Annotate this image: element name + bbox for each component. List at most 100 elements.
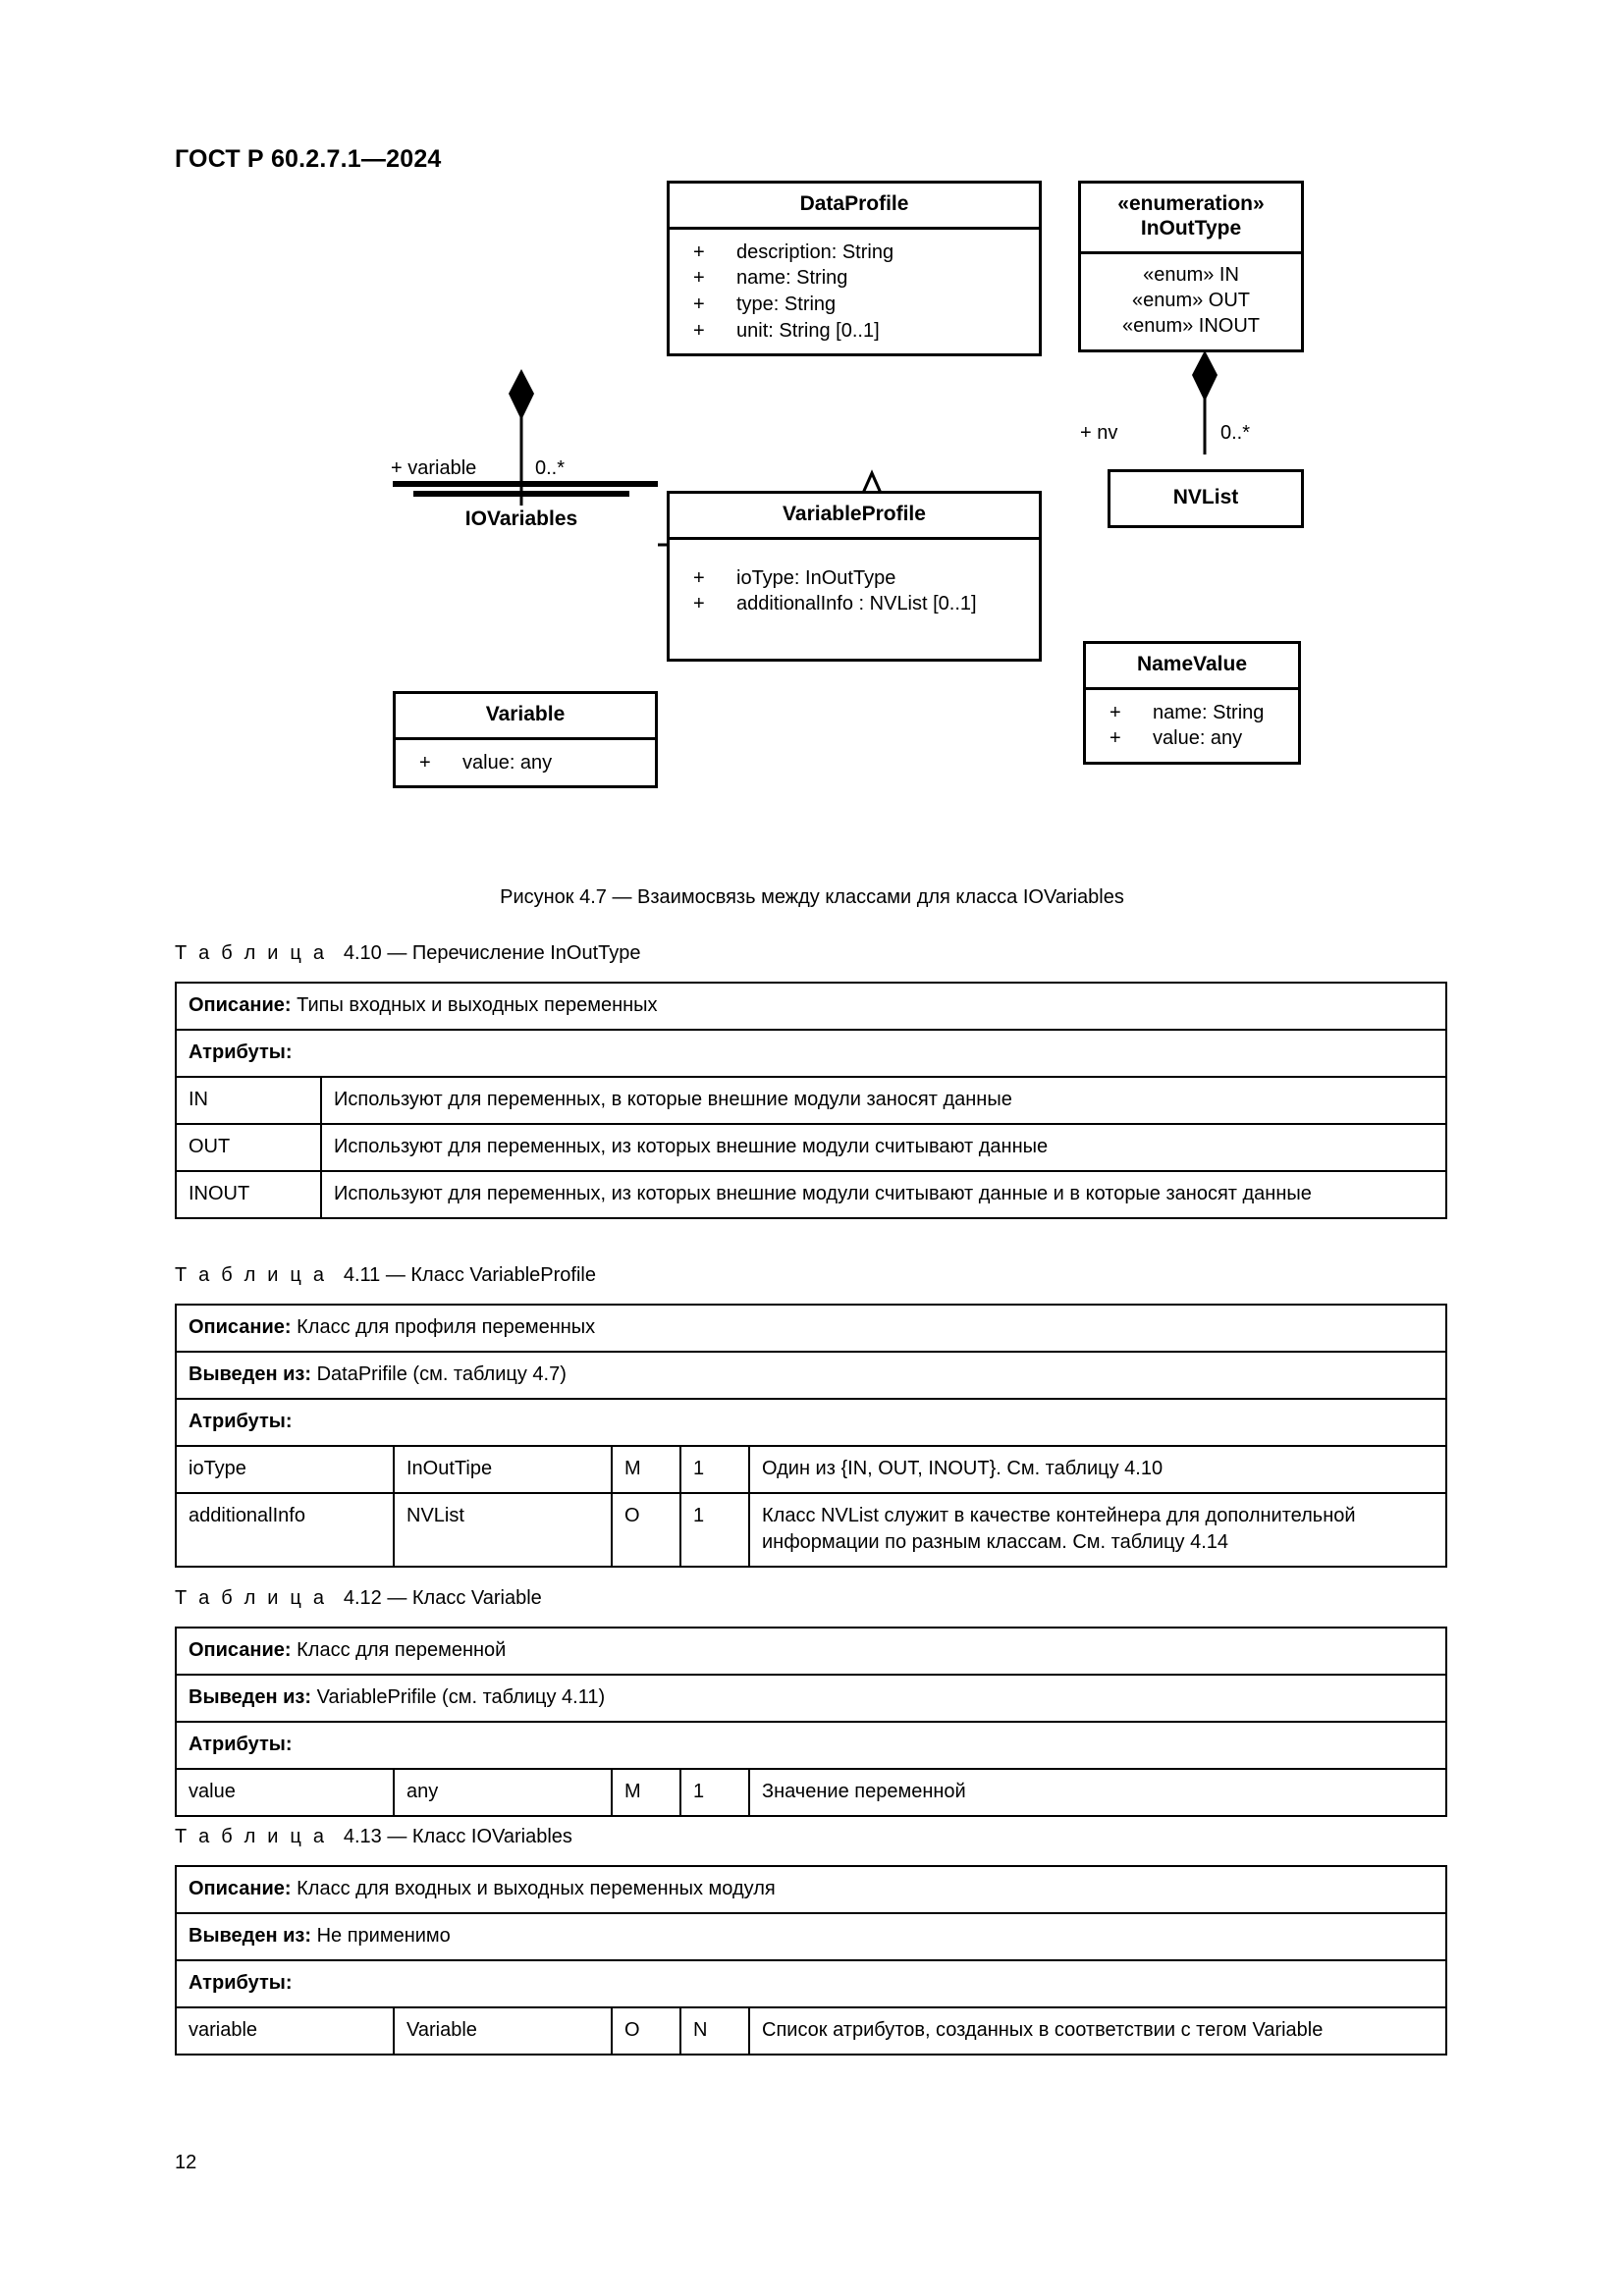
uml-enumeration-header: «enumeration» InOutType <box>1081 184 1301 251</box>
table-caption-rest: 4.12 — Класс Variable <box>343 1587 542 1609</box>
attribute-text: additionalInfo : NVList [0..1] <box>736 593 977 615</box>
uml-class-io-variables: IOVariables <box>413 491 629 530</box>
uml-compartment-divider <box>670 536 1039 540</box>
attribute-text: name: String <box>1153 701 1265 723</box>
page-number: 12 <box>175 2152 197 2173</box>
uml-class-title: IOVariables <box>464 507 578 530</box>
derived-from-label: Выведен из: <box>189 1363 312 1385</box>
uml-class-name-value: NameValue + name: String + value: any <box>1083 641 1301 765</box>
table-caption-4-12: Т а б л и ц а 4.12 — Класс Variable <box>175 1587 542 1610</box>
uml-attribute-row: + additionalInfo : NVList [0..1] <box>670 591 1039 617</box>
uml-class-variable-real: Variable + value: any <box>393 691 658 789</box>
uml-class-title: Variable <box>485 703 566 725</box>
uml-class-variable <box>393 481 658 487</box>
attributes-label: Атрибуты: <box>189 1041 293 1063</box>
description-value: Класс для входных и выходных переменных … <box>297 1878 776 1899</box>
attribute-description-cell: Один из {IN, OUT, INOUT}. См. таблицу 4.… <box>748 1445 1447 1494</box>
description-cell: Описание: Класс для профиля переменных <box>175 1304 1447 1353</box>
association-role-variable: + variable <box>391 457 477 479</box>
description-value: Типы входных и выходных переменных <box>297 994 658 1016</box>
uml-compartment-divider <box>670 226 1039 230</box>
uml-attribute-list: + name: String + value: any <box>1086 690 1298 762</box>
uml-compartment-divider <box>1086 686 1298 690</box>
derived-from-cell: Выведен из: Не применимо <box>175 1912 1447 1961</box>
uml-compartment-divider <box>1081 250 1301 254</box>
attributes-header-cell: Атрибуты: <box>175 1398 1447 1447</box>
table-caption-prefix: Т а б л и ц а <box>175 1587 328 1609</box>
table-row: Описание: Класс для входных и выходных п… <box>175 1865 1447 1914</box>
table-row: additionalInfo NVList O 1 Класс NVList с… <box>175 1492 1447 1568</box>
attributes-label: Атрибуты: <box>189 1411 293 1432</box>
table-row: Описание: Типы входных и выходных переме… <box>175 982 1447 1031</box>
derived-from-cell: Выведен из: DataPrifile (см. таблицу 4.7… <box>175 1351 1447 1400</box>
uml-enum-literal: «enum» IN <box>1143 263 1239 286</box>
attribute-cardinality-cell: 1 <box>679 1768 750 1817</box>
description-cell: Описание: Типы входных и выходных переме… <box>175 982 1447 1031</box>
attribute-cardinality-cell: 1 <box>679 1492 750 1568</box>
derived-from-value: Не применимо <box>316 1925 451 1947</box>
uml-class-nvlist: NVList <box>1108 469 1304 528</box>
table-row: value any M 1 Значение переменной <box>175 1768 1447 1817</box>
uml-class-title: VariableProfile <box>783 503 926 525</box>
enum-desc-cell: Используют для переменных, из которых вн… <box>320 1170 1447 1219</box>
attribute-type-cell: Variable <box>393 2006 613 2056</box>
derived-from-cell: Выведен из: VariablePrifile (см. таблицу… <box>175 1674 1447 1723</box>
derived-from-value: VariablePrifile (см. таблицу 4.11) <box>316 1686 606 1708</box>
enum-key-cell: INOUT <box>175 1170 322 1219</box>
table-caption-4-10: Т а б л и ц а 4.10 — Перечисление InOutT… <box>175 942 641 965</box>
visibility-marker: + <box>1110 727 1121 750</box>
attribute-type-cell: InOutTipe <box>393 1445 613 1494</box>
attribute-text: ioType: InOutType <box>736 566 896 589</box>
table-caption-4-11: Т а б л и ц а 4.11 — Класс VariableProfi… <box>175 1264 596 1287</box>
table-row: INOUT Используют для переменных, из кото… <box>175 1170 1447 1219</box>
visibility-marker: + <box>693 593 705 615</box>
attribute-text: description: String <box>736 240 894 263</box>
uml-enumeration-in-out-type: «enumeration» InOutType «enum» IN «enum»… <box>1078 181 1304 352</box>
uml-class-variable-profile: VariableProfile + ioType: InOutType + ad… <box>667 491 1042 662</box>
uml-attribute-row: + value: any <box>1086 725 1298 752</box>
table-row: IN Используют для переменных, в которые … <box>175 1076 1447 1125</box>
uml-class-title: NVList <box>1172 486 1239 508</box>
table-caption-prefix: Т а б л и ц а <box>175 1826 328 1847</box>
table-row: OUT Используют для переменных, из которы… <box>175 1123 1447 1172</box>
description-label: Описание: <box>189 1316 292 1338</box>
description-label: Описание: <box>189 994 292 1016</box>
uml-attribute-row: + name: String <box>1086 700 1298 726</box>
visibility-marker: + <box>419 751 431 774</box>
attribute-type-cell: NVList <box>393 1492 613 1568</box>
attribute-name-cell: value <box>175 1768 395 1817</box>
uml-stereotype: «enumeration» <box>1117 192 1265 215</box>
enum-desc-cell: Используют для переменных, из которых вн… <box>320 1123 1447 1172</box>
table-caption-prefix: Т а б л и ц а <box>175 1264 328 1286</box>
visibility-marker: + <box>693 293 705 315</box>
association-role-nv: + nv <box>1080 422 1118 444</box>
table-row: Выведен из: VariablePrifile (см. таблицу… <box>175 1674 1447 1723</box>
description-value: Класс для переменной <box>297 1639 507 1661</box>
description-value: Класс для профиля переменных <box>297 1316 596 1338</box>
visibility-marker: + <box>693 566 705 589</box>
uml-attribute-row: + unit: String [0..1] <box>670 318 1039 345</box>
attribute-text: name: String <box>736 267 848 290</box>
attributes-label: Атрибуты: <box>189 1972 293 1994</box>
association-multiplicity-nv: 0..* <box>1220 422 1251 444</box>
uml-class-diagram: DataProfile + description: String + name… <box>0 181 1624 874</box>
description-label: Описание: <box>189 1639 292 1661</box>
uml-attribute-list: + description: String + name: String + t… <box>670 230 1039 353</box>
enum-desc-cell: Используют для переменных, в которые вне… <box>320 1076 1447 1125</box>
attribute-mandatory-cell: M <box>611 1768 681 1817</box>
table-4-10-enumeration-inouttype: Описание: Типы входных и выходных переме… <box>175 982 1447 1219</box>
table-row: Выведен из: DataPrifile (см. таблицу 4.7… <box>175 1351 1447 1400</box>
uml-attribute-row: + value: any <box>396 750 655 776</box>
table-row: Атрибуты: <box>175 1721 1447 1770</box>
enum-key-cell: OUT <box>175 1123 322 1172</box>
table-row: ioType InOutTipe M 1 Один из {IN, OUT, I… <box>175 1445 1447 1494</box>
uml-class-title: NameValue <box>1136 653 1248 675</box>
table-row: Атрибуты: <box>175 1959 1447 2008</box>
derived-from-value: DataPrifile (см. таблицу 4.7) <box>316 1363 567 1385</box>
attributes-header-cell: Атрибуты: <box>175 1721 1447 1770</box>
attributes-header-cell: Атрибуты: <box>175 1029 1447 1078</box>
attribute-description-cell: Значение переменной <box>748 1768 1447 1817</box>
table-row: Описание: Класс для профиля переменных <box>175 1304 1447 1353</box>
visibility-marker: + <box>693 319 705 342</box>
